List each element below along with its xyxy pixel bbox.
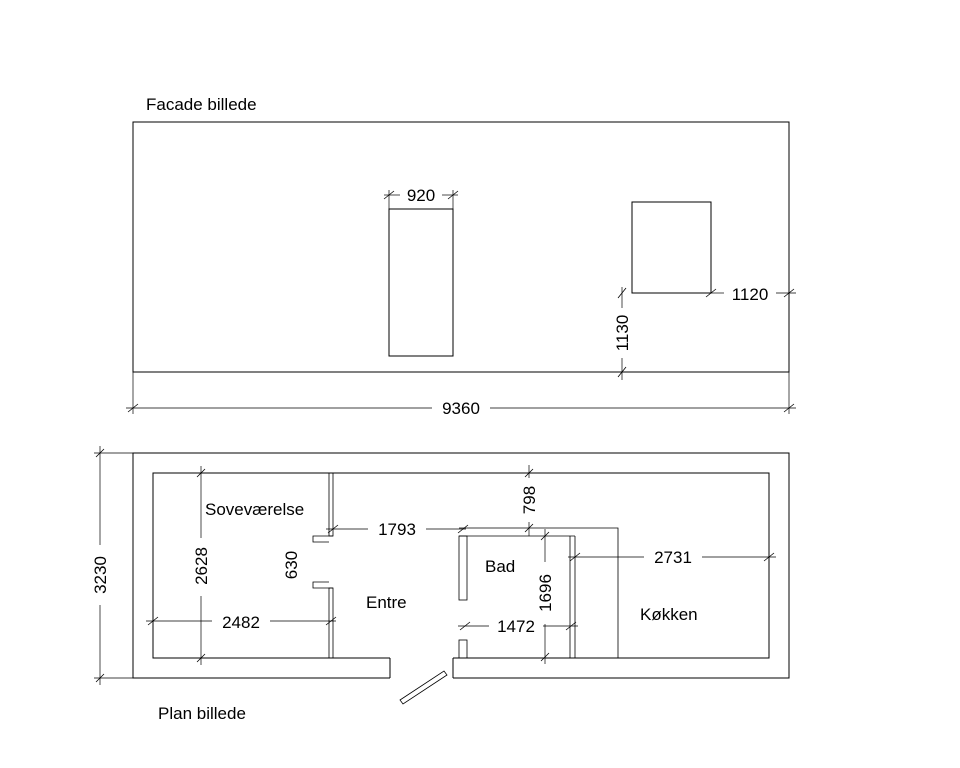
plan-inner-wall [152, 472, 770, 659]
room-label-kitchen: Køkken [640, 605, 698, 624]
dim-total-depth-label: 3230 [91, 556, 110, 594]
facade-caption: Facade billede [146, 95, 257, 114]
dim-bath-depth-label: 1696 [536, 574, 555, 612]
dim-window-sill-height-label: 1130 [613, 315, 632, 352]
dim-bedroom-depth-label: 2628 [192, 547, 211, 585]
dim-door-opening: 630 [282, 551, 301, 579]
dim-door-opening-label: 630 [282, 551, 301, 579]
facade-drawing: Facade billede 920 1120 1 [126, 95, 796, 418]
entry-door-leaf [399, 670, 448, 705]
dim-bath-offset-label: 798 [520, 486, 539, 514]
plan-drawing: Plan billede Soveværelse Entre Bad [91, 446, 790, 723]
dim-bedroom-width-label: 2482 [222, 613, 260, 632]
bedroom-partition [312, 472, 334, 659]
room-label-entry: Entre [366, 593, 407, 612]
dim-bedroom-depth: 2628 [192, 466, 211, 665]
dim-kitchen-width: 2731 [568, 548, 776, 567]
dim-bath-width-label: 1472 [497, 617, 535, 636]
dim-total-depth: 3230 [91, 446, 133, 685]
dim-window-right-offset: 1120 [705, 285, 796, 304]
dim-window-sill-height: 1130 [613, 287, 632, 380]
dim-kitchen-width-label: 2731 [654, 548, 692, 567]
dim-entry-width: 1793 [326, 520, 469, 539]
room-label-bedroom: Soveværelse [205, 500, 304, 519]
facade-door [388, 208, 454, 357]
dim-bath-width: 1472 [458, 617, 578, 636]
dim-bath-offset: 798 [520, 465, 539, 536]
plan-outer-wall [132, 452, 790, 679]
facade-window [631, 201, 712, 294]
room-label-bath: Bad [485, 557, 515, 576]
dim-total-width-label: 9360 [442, 399, 480, 418]
dim-bath-depth: 1696 [536, 529, 555, 664]
facade-outline [132, 121, 790, 373]
dim-entry-width-label: 1793 [378, 520, 416, 539]
plan-caption: Plan billede [158, 704, 246, 723]
dim-total-width: 9360 [126, 372, 796, 418]
dim-door-width: 920 [383, 186, 459, 209]
bath-walls [458, 527, 619, 659]
dim-door-width-label: 920 [407, 186, 435, 205]
dim-bedroom-width: 2482 [146, 613, 337, 632]
dim-window-right-offset-label: 1120 [732, 285, 769, 304]
